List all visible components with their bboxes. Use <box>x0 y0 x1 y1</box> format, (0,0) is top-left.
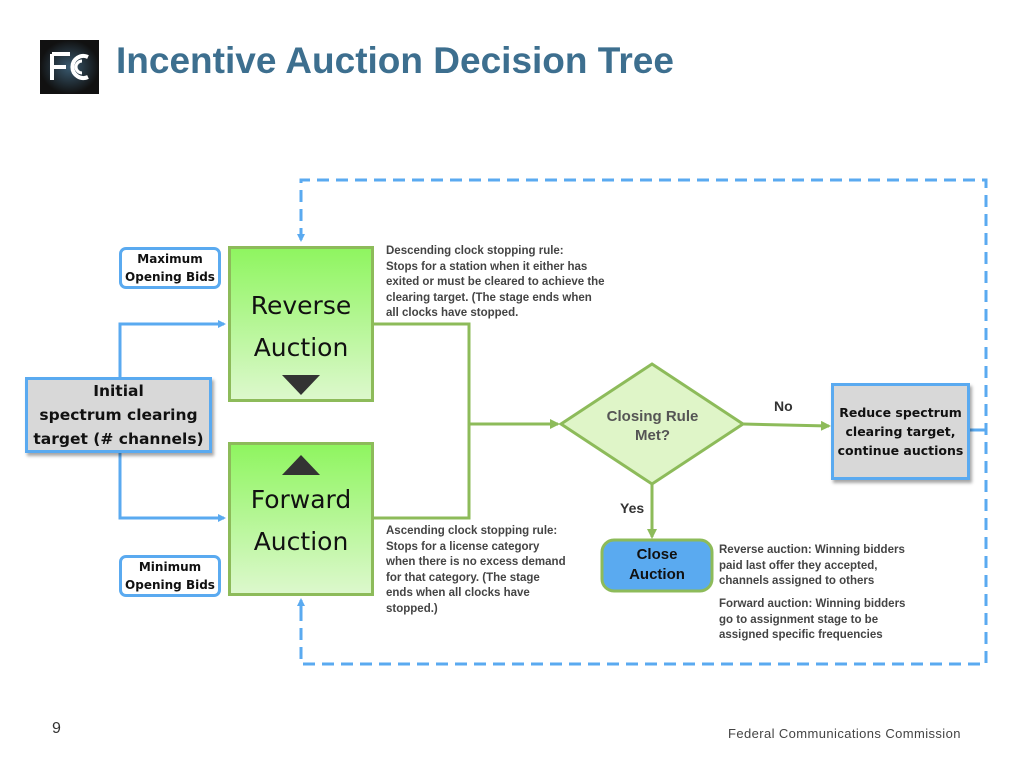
forward-result-line: go to assignment stage to be <box>719 613 879 626</box>
initial-to-forward-line <box>118 453 226 522</box>
fcc-logo <box>40 40 99 94</box>
feedback-loop-dashed <box>299 178 988 666</box>
forward-to-decision-line <box>374 424 471 520</box>
decision-label: Closing Rule Met? <box>580 407 725 445</box>
reverse-auction-line2: Auction <box>253 333 349 362</box>
forward-result-line: Forward auction: Winning bidders <box>719 598 906 610</box>
ascending-rule-line: Ascending clock stopping rule: <box>386 525 558 537</box>
descending-rule-note: Descending clock stopping rule: Stops fo… <box>386 244 646 322</box>
close-line2: Auction <box>629 566 685 583</box>
min-opening-bids-box: Minimum Opening Bids <box>119 555 221 597</box>
up-triangle-icon <box>282 455 320 475</box>
ascending-rule-line: Stops for a license category <box>386 540 540 553</box>
ascending-rule-line: ends when all clocks have <box>386 587 530 599</box>
footer-organization: Federal Communications Commission <box>728 726 961 741</box>
reduce-line1: Reduce spectrum <box>839 405 962 420</box>
initial-target-box: Initial spectrum clearing target (# chan… <box>25 377 212 453</box>
initial-line2: spectrum clearing <box>39 406 198 424</box>
reverse-auction-line1: Reverse <box>250 291 352 320</box>
ascending-rule-note: Ascending clock stopping rule: Stops for… <box>386 524 601 617</box>
forward-auction-line2: Auction <box>253 527 349 556</box>
min-bids-line2: Opening Bids <box>125 578 215 592</box>
reverse-result-note: Reverse auction: Winning bidders paid la… <box>719 543 959 590</box>
reverse-result-line: Reverse auction: Winning bidders <box>719 544 905 556</box>
min-bids-line1: Minimum <box>138 560 202 574</box>
descending-rule-line: Stops for a station when it either has <box>386 260 588 273</box>
close-line1: Close <box>636 546 678 563</box>
forward-auction-line1: Forward <box>250 485 352 514</box>
decision-line1: Closing Rule <box>606 408 699 425</box>
descending-rule-line: all clocks have stopped. <box>386 307 519 319</box>
descending-rule-line: clearing target. (The stage ends when <box>386 291 592 304</box>
descending-rule-line: exited or must be cleared to achieve the <box>386 276 605 288</box>
initial-to-reverse-line <box>118 320 226 378</box>
forward-result-line: assigned specific frequencies <box>719 629 883 641</box>
reduce-line3: continue auctions <box>837 443 964 458</box>
reverse-to-decision-line <box>374 322 471 424</box>
initial-line1: Initial <box>93 382 144 400</box>
reduce-line2: clearing target, <box>845 424 956 439</box>
no-arrow <box>742 420 831 431</box>
reduce-target-box: Reduce spectrum clearing target, continu… <box>831 383 970 480</box>
forward-auction-box: Forward Auction <box>228 442 374 596</box>
reverse-result-line: paid last offer they accepted, <box>719 559 878 572</box>
ascending-rule-line: for that category. (The stage <box>386 571 540 584</box>
decision-line2: Met? <box>635 427 670 444</box>
yes-label: Yes <box>620 500 645 516</box>
page-title: Incentive Auction Decision Tree <box>116 40 674 81</box>
max-bids-line2: Opening Bids <box>125 270 215 284</box>
no-label: No <box>774 398 793 414</box>
page-number: 9 <box>52 720 61 737</box>
descending-rule-line: Descending clock stopping rule: <box>386 245 564 257</box>
reverse-auction-box: Reverse Auction <box>228 246 374 402</box>
initial-line3: target (# channels) <box>33 430 204 448</box>
ascending-rule-line: when there is no excess demand <box>386 556 566 568</box>
max-bids-line1: Maximum <box>137 252 203 266</box>
close-auction-shape <box>600 538 714 593</box>
reverse-result-line: channels assigned to others <box>719 575 875 587</box>
forward-result-note: Forward auction: Winning bidders go to a… <box>719 597 959 644</box>
down-triangle-icon <box>282 375 320 395</box>
close-auction-label: Close Auction <box>602 545 712 585</box>
max-opening-bids-box: Maximum Opening Bids <box>119 247 221 289</box>
ascending-rule-line: stopped.) <box>386 602 438 615</box>
